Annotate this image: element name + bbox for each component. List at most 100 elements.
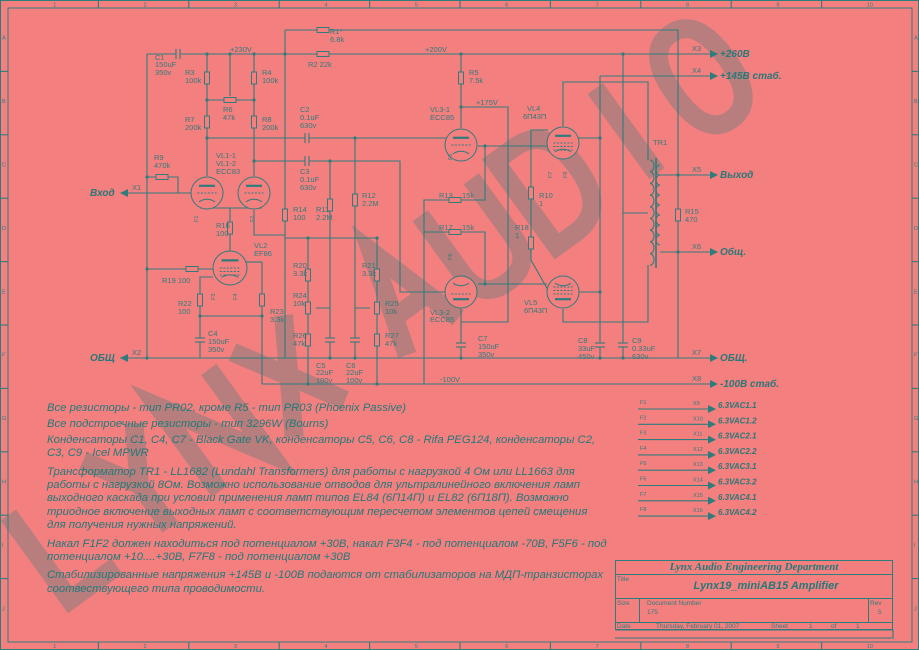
component-label: 630v: [300, 121, 317, 130]
filament-connector-id: X16: [693, 508, 703, 514]
component-label: R12: [362, 191, 376, 200]
doc-number: 175: [647, 609, 658, 616]
filament-arrow-icon: [708, 512, 716, 521]
wire: [562, 265, 649, 323]
component-label: R13: [439, 191, 453, 200]
sheet-number: 1: [809, 623, 813, 630]
watermark-letter: [351, 224, 464, 359]
junction-dot: [459, 105, 463, 109]
filament-label: 6.3VAC2.1: [718, 432, 757, 441]
junction-dot: [306, 382, 310, 386]
sheet-count: 1: [856, 623, 860, 630]
row-marker-left: E: [2, 289, 6, 295]
component-label: R15: [685, 207, 699, 216]
row-marker-left: J: [2, 606, 5, 612]
filament-connector-id: X12: [693, 447, 703, 453]
component-label: 100v: [346, 376, 363, 385]
component-label: 470k: [154, 161, 171, 170]
component-label: C5: [316, 361, 326, 370]
vacuum-tube: [546, 126, 580, 160]
component-label: 200k: [185, 123, 202, 132]
component-label: +200V: [425, 45, 447, 54]
component-label: R7: [185, 115, 195, 124]
component-label: 15k: [462, 223, 474, 232]
row-marker-right: J: [914, 606, 917, 612]
component-label: 0.1uF: [300, 113, 320, 122]
filament-label: 6.3VAC2.2: [718, 447, 757, 456]
filament-pin: F5: [640, 461, 646, 467]
title: Lynx19_miniAB15 Amplifier: [693, 580, 839, 592]
resistor: [316, 27, 330, 33]
filament-pin-label: F1: [194, 216, 200, 222]
row-marker-left: H: [2, 480, 6, 486]
department: Lynx Audio Engineering Department: [616, 561, 892, 575]
capacitor-gap: [325, 338, 335, 342]
junction-dot: [145, 267, 149, 271]
filament-label: 6.3VAC1.1: [718, 401, 757, 410]
row-marker-left: I: [2, 543, 4, 549]
component-label: R17: [439, 223, 453, 232]
component-label: +175V: [476, 98, 498, 107]
column-marker-bottom: 10: [867, 644, 873, 650]
note-filaments: Накал F1F2 должен находиться под потенци…: [47, 537, 607, 564]
component-label: C6: [346, 361, 356, 370]
component-label: R6: [223, 105, 233, 114]
connector-arrow-icon: [710, 248, 718, 256]
component-label: 100k: [185, 76, 202, 85]
column-marker-bottom: 5: [415, 644, 418, 650]
connector-arrow-icon: [710, 50, 718, 58]
column-marker-top: 9: [776, 3, 779, 9]
capacitor-gap: [350, 338, 360, 342]
filament-pin: F7: [640, 492, 646, 498]
connector-id: X2: [132, 348, 141, 357]
column-marker-bottom: 2: [144, 644, 147, 650]
connector-id: X4: [692, 66, 701, 75]
resistor: [305, 333, 311, 347]
component-label: VL5: [524, 298, 537, 307]
resistor: [259, 293, 265, 307]
filament-arrow-icon: [708, 405, 716, 413]
connector-id: X5: [692, 165, 701, 174]
vacuum-tube: [444, 128, 478, 162]
filament-pin-label: F8: [563, 172, 569, 178]
resistor: [316, 51, 330, 57]
component-label: R9: [154, 153, 164, 162]
tube-envelope: [546, 126, 580, 160]
filament-pin: F6: [640, 477, 646, 483]
junction-dot: [353, 356, 357, 360]
row-marker-right: C: [914, 163, 918, 169]
component-label: 630v: [632, 352, 649, 361]
component-label: R8: [262, 115, 272, 124]
resistor: [374, 333, 380, 347]
divider: [868, 599, 869, 622]
watermark-letter: [79, 422, 178, 533]
component-label: R25: [385, 299, 399, 308]
component-label: C8: [578, 336, 588, 345]
junction-dot: [283, 52, 287, 56]
component-label: C7: [478, 334, 488, 343]
note-stabilized: Стабилизированные напряжения +145В и -10…: [47, 569, 604, 595]
watermark-letter: [130, 363, 299, 497]
component-label: 15k: [462, 191, 474, 200]
component-label: 150uF: [208, 337, 230, 346]
component-label: 0.33uF: [632, 344, 656, 353]
junction-dot: [260, 314, 264, 318]
component-label: 200k: [262, 123, 279, 132]
component-label: R4: [262, 68, 272, 77]
resistor: [251, 115, 257, 129]
title-block-column-row: [615, 629, 894, 639]
filament-connector-id: X15: [693, 493, 703, 499]
wire: [461, 106, 509, 323]
wire: [562, 81, 649, 160]
component-label: VL4: [527, 104, 540, 113]
connector-label: Вход: [90, 188, 115, 199]
vacuum-tube: [212, 250, 248, 286]
component-label: C2: [300, 105, 310, 114]
component-label: 3.3k: [270, 315, 284, 324]
junction-dot: [598, 136, 602, 140]
filament-connector-id: X14: [693, 478, 703, 484]
resistor: [282, 208, 288, 222]
capacitor-gap: [595, 343, 605, 347]
junction-dot: [145, 356, 149, 360]
